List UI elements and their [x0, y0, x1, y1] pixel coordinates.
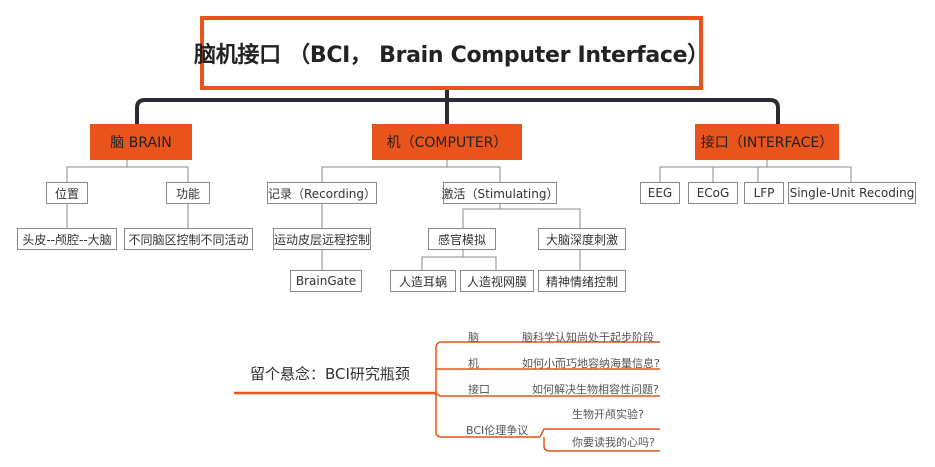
- brain-position-child-node[interactable]: 头皮--颅腔--大脑: [17, 228, 117, 250]
- computer-stimulating-label: 激活（Stimulating）: [441, 186, 559, 201]
- brain-position-node[interactable]: 位置: [46, 182, 88, 204]
- bottleneck-key-ethics: BCI伦理争议: [466, 424, 529, 437]
- bottleneck-key-computer: 机: [468, 357, 479, 370]
- bottleneck-key-interface: 接口: [468, 383, 490, 396]
- retina-node[interactable]: 人造视网膜: [460, 270, 534, 292]
- brain-position-label: 位置: [54, 186, 79, 201]
- branch-brain-label: 脑 BRAIN: [110, 135, 172, 151]
- cochlea-label: 人造耳蜗: [398, 274, 447, 289]
- brain-function-label: 功能: [175, 186, 200, 201]
- bottleneck-value-ethics-2: 你要读我的心吗?: [572, 436, 655, 449]
- brain-function-child-node[interactable]: 不同脑区控制不同活动: [124, 228, 253, 250]
- mood-node[interactable]: 精神情绪控制: [538, 270, 626, 292]
- bottleneck-key-brain: 脑: [468, 331, 479, 344]
- bottleneck-value-ethics-1: 生物开颅实验?: [572, 408, 644, 421]
- brain-function-child-label: 不同脑区控制不同活动: [128, 232, 249, 247]
- brain-position-child-label: 头皮--颅腔--大脑: [22, 232, 112, 247]
- root-title: 脑机接口 （BCI， Brain Computer Interface）: [194, 43, 709, 68]
- lfp-node[interactable]: LFP: [744, 182, 784, 204]
- sensory-node[interactable]: 感官模拟: [428, 228, 496, 250]
- branch-computer[interactable]: 机（COMPUTER）: [372, 124, 522, 160]
- eeg-node[interactable]: EEG: [640, 182, 680, 204]
- computer-recording-label: 记录（Recording）: [267, 186, 377, 201]
- brain-function-node[interactable]: 功能: [166, 182, 210, 204]
- mood-label: 精神情绪控制: [545, 274, 618, 289]
- bottleneck-value-interface: 如何解决生物相容性问题?: [532, 383, 659, 396]
- lfp-label: LFP: [753, 186, 775, 200]
- eeg-label: EEG: [647, 186, 673, 200]
- deep-stimulation-node[interactable]: 大脑深度刺激: [538, 228, 626, 250]
- single-unit-label: Single-Unit Recoding: [789, 186, 915, 200]
- ecog-label: ECoG: [696, 186, 730, 200]
- bottleneck-value-computer: 如何小而巧地容纳海量信息?: [522, 357, 660, 370]
- deep-stimulation-label: 大脑深度刺激: [545, 232, 618, 247]
- ecog-node[interactable]: ECoG: [688, 182, 738, 204]
- branch-brain[interactable]: 脑 BRAIN: [90, 124, 192, 160]
- root-title-node[interactable]: 脑机接口 （BCI， Brain Computer Interface）: [194, 16, 709, 90]
- computer-recording-child-node[interactable]: 运动皮层远程控制: [273, 228, 371, 250]
- computer-stimulating-node[interactable]: 激活（Stimulating）: [441, 182, 559, 204]
- branch-interface[interactable]: 接口（INTERFACE）: [695, 124, 839, 160]
- branch-computer-label: 机（COMPUTER）: [386, 135, 508, 151]
- computer-recording-node[interactable]: 记录（Recording）: [267, 182, 377, 204]
- braingate-node[interactable]: BrainGate: [290, 270, 362, 292]
- bottleneck-value-brain: 脑科学认知尚处于起步阶段: [522, 331, 654, 344]
- branch-interface-label: 接口（INTERFACE）: [700, 135, 834, 151]
- cochlea-node[interactable]: 人造耳蜗: [390, 270, 456, 292]
- braingate-label: BrainGate: [295, 274, 357, 288]
- single-unit-node[interactable]: Single-Unit Recoding: [788, 182, 916, 204]
- bottleneck-title: 留个悬念：BCI研究瓶颈: [250, 365, 410, 383]
- sensory-label: 感官模拟: [437, 232, 486, 247]
- computer-recording-child-label: 运动皮层远程控制: [274, 232, 371, 247]
- retina-label: 人造视网膜: [466, 274, 527, 289]
